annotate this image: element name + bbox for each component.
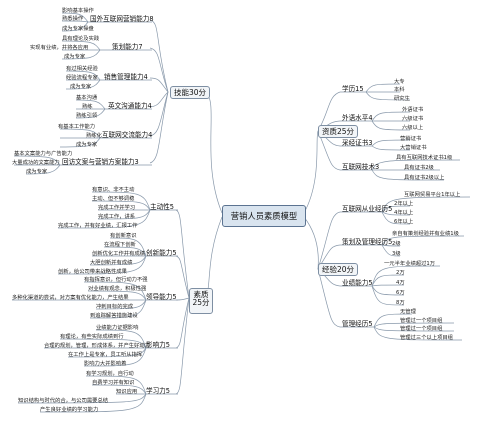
quality-0-item-1: 主动、但不够调稳 bbox=[92, 196, 135, 202]
skills-0-item-0: 影响基本操作 bbox=[62, 8, 94, 14]
experience-2-item-1: 2万 bbox=[396, 270, 405, 276]
quality-2-item-4: 到追踪解答措施建设 bbox=[90, 313, 138, 319]
skills-4-item-1: 熟练化 bbox=[86, 133, 102, 139]
quality-4-item-2: 知识应用 bbox=[116, 389, 138, 395]
skills-1-item-2: 成为专家 bbox=[64, 54, 86, 60]
quality-3-item-0: 业绩能力证据影响 bbox=[96, 325, 139, 331]
experience-3-item-0: 无管理 bbox=[400, 309, 416, 315]
experience-3-item-2: 管理过一个项目组 bbox=[400, 326, 443, 332]
quality-3-item-2: 合理的规划，管理，形成体系，并产生好动力 bbox=[44, 343, 150, 349]
experience-0-item-3: 6年以上 bbox=[394, 219, 414, 225]
quality-2-item-3: 冲刺目标的完成 bbox=[96, 304, 134, 310]
skills-4-item-2: 成为专家 bbox=[76, 142, 98, 148]
resources-3-item-2: 具有证书2级以上 bbox=[404, 175, 445, 181]
quality-1-item-2: 创新优化工作并有成绩 bbox=[92, 251, 145, 257]
experience-0-item-2: 4年以上 bbox=[394, 210, 414, 216]
skills-1-item-0: 具有理论及实践 bbox=[62, 36, 100, 42]
quality-0-item-4: 完成工作，并有好业绩，汇报工作 bbox=[58, 223, 138, 229]
skills-2-item-0: 有过相关经验 bbox=[66, 66, 98, 72]
skills-3-item-2: 熟练引领 bbox=[76, 113, 98, 119]
quality-3-item-4: 影响力大并影响着 bbox=[84, 361, 127, 367]
resources-2-item-1: 大营销证书 bbox=[400, 145, 427, 151]
group-skills-1[interactable]: 策划能力7 bbox=[112, 43, 143, 51]
quality-0-item-3: 完成工作，讲系 bbox=[98, 214, 136, 220]
resources-1-item-0: 外语证书 bbox=[402, 107, 424, 113]
quality-1-item-4: 创新，给公司带来战略性成果 bbox=[58, 269, 127, 275]
skills-5-item-1: 大量成功的文案能力 bbox=[12, 160, 60, 166]
quality-2-item-1: 对业绩有观念，积极性强 bbox=[88, 286, 147, 292]
experience-1-item-2: 3级 bbox=[392, 251, 401, 257]
branch-skills[interactable]: 技能30分 bbox=[170, 86, 211, 99]
experience-0-item-1: 2年以上 bbox=[394, 201, 414, 207]
quality-0-item-2: 完成工作并学习 bbox=[98, 205, 136, 211]
group-skills-0[interactable]: 国外互联网营销能力8 bbox=[90, 15, 154, 23]
resources-0-item-0: 大专 bbox=[394, 79, 405, 85]
resources-0-item-2: 研究生 bbox=[394, 96, 410, 102]
resources-1-item-2: 六级以上 bbox=[402, 125, 424, 131]
group-resources-2[interactable]: 采经证书3 bbox=[342, 139, 373, 147]
skills-1-item-1: 实现有业绩，并将各应用 bbox=[30, 45, 89, 51]
skills-3-item-1: 熟练 bbox=[82, 104, 93, 110]
group-skills-3[interactable]: 英文沟通能力4 bbox=[108, 102, 152, 110]
quality-3-item-1: 有理论，有些实际成绩到行 bbox=[60, 334, 124, 340]
group-quality-4[interactable]: 学习力5 bbox=[146, 387, 170, 395]
quality-2-item-2: 多种化渠道的尝试，对方案有优化能力，产生结果 bbox=[12, 295, 129, 301]
resources-3-item-0: 具有互联网技术证书1级 bbox=[396, 155, 453, 161]
group-resources-3[interactable]: 互联网技术3 bbox=[342, 163, 380, 171]
branch-quality[interactable]: 素质25分 bbox=[189, 288, 213, 314]
experience-3-item-1: 管理过一个项目组 bbox=[400, 318, 443, 324]
skills-2-item-1: 经验流程专家 bbox=[66, 75, 98, 81]
group-quality-2[interactable]: 领导能力5 bbox=[146, 293, 177, 301]
experience-2-item-3: 6万 bbox=[396, 290, 405, 296]
quality-1-item-1: 在流程下创新 bbox=[104, 242, 136, 248]
resources-3-item-1: 具有证书2级 bbox=[404, 165, 434, 171]
branch-quality-label: 素质25分 bbox=[192, 290, 210, 307]
skills-5-item-0: 基本文案能力与广告能力 bbox=[14, 151, 73, 157]
branch-resources[interactable]: 资质25分 bbox=[318, 125, 359, 138]
root-node[interactable]: 营销人员素质模型 bbox=[222, 205, 306, 227]
group-skills-4[interactable]: 互联网交流能力4 bbox=[102, 131, 153, 139]
group-experience-1[interactable]: 策划及管理经历5 bbox=[342, 238, 393, 246]
experience-1-item-0: 亲自有策划经验并有业绩1级 bbox=[392, 231, 459, 237]
resources-0-item-1: 本科 bbox=[394, 87, 405, 93]
group-quality-1[interactable]: 创新能力5 bbox=[146, 249, 177, 257]
group-skills-5[interactable]: 回访文案与营销方案能力3 bbox=[62, 158, 139, 166]
group-quality-3[interactable]: 影响力5 bbox=[146, 341, 170, 349]
quality-1-item-0: 有创新意识 bbox=[110, 233, 137, 239]
group-skills-2[interactable]: 销售管理能力4 bbox=[104, 73, 148, 81]
group-experience-2[interactable]: 业绩能力5 bbox=[342, 279, 373, 287]
group-resources-1[interactable]: 外语水平4 bbox=[342, 114, 373, 122]
quality-4-item-1: 自费学习并有知识 bbox=[92, 380, 135, 386]
skills-2-item-2: 成为专家 bbox=[70, 84, 92, 90]
branch-experience[interactable]: 经验20分 bbox=[318, 263, 359, 276]
experience-0-item-0: 互联网贸易平台1年以上 bbox=[404, 192, 461, 198]
skills-0-item-1: 熟悉操作 bbox=[62, 16, 84, 22]
group-resources-0[interactable]: 学历15 bbox=[342, 85, 364, 93]
experience-3-item-3: 管理过三个以上项目组 bbox=[400, 335, 453, 341]
group-quality-0[interactable]: 主动性5 bbox=[150, 203, 174, 211]
experience-2-item-0: 一元半年业绩超过1万 bbox=[384, 261, 436, 267]
quality-4-item-3: 知识结构与时代的合，与公司需要总结 bbox=[18, 398, 109, 404]
skills-5-item-2: 成为专家 bbox=[26, 169, 48, 175]
skills-3-item-0: 基本沟通 bbox=[76, 95, 98, 101]
group-experience-3[interactable]: 管理经历5 bbox=[342, 320, 373, 328]
skills-0-item-2: 成为专家操盘 bbox=[62, 26, 94, 32]
experience-2-item-4: 8万 bbox=[396, 300, 405, 306]
quality-3-item-3: 在工作上是专家，员工听从指挥 bbox=[68, 352, 143, 358]
resources-1-item-1: 六级证书 bbox=[402, 116, 424, 122]
resources-2-item-0: 营销证书 bbox=[400, 136, 422, 142]
quality-1-item-3: 大胆创新并有成绩 bbox=[90, 260, 133, 266]
quality-2-item-0: 有指挥意识，但行动力不强 bbox=[84, 277, 148, 283]
group-experience-0[interactable]: 互联网从业经历5 bbox=[342, 205, 393, 213]
experience-1-item-1: 2级 bbox=[392, 241, 401, 247]
experience-2-item-2: 4万 bbox=[396, 280, 405, 286]
quality-4-item-0: 有学习规划，自行动 bbox=[86, 371, 134, 377]
quality-0-item-0: 有意识、非不主动 bbox=[92, 187, 135, 193]
skills-4-item-0: 有基本工作能力 bbox=[58, 124, 96, 130]
quality-4-item-4: 产生良好业绩的学习能力 bbox=[40, 407, 99, 413]
